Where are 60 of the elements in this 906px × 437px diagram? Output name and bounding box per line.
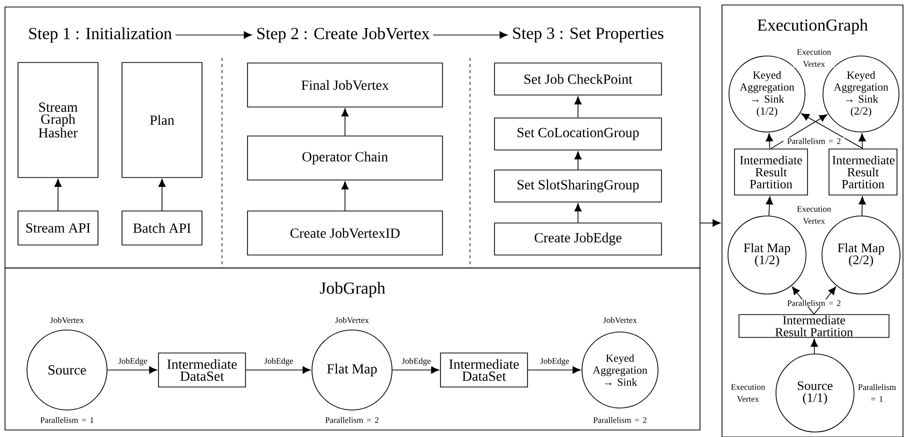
edge-label: JobEdge [118, 358, 148, 366]
arrow [858, 196, 866, 216]
arrow [392, 366, 440, 374]
edge-label: JobEdge [402, 358, 431, 366]
process-box: Intermediate DataSet [440, 352, 528, 388]
annotation-label: Execution Vertex [794, 48, 834, 68]
arrow [341, 181, 349, 211]
vertex-caption: JobVertex [603, 317, 637, 323]
arrow [107, 366, 158, 374]
process-box: Set SlotSharingGroup [494, 170, 662, 202]
step-heading: Step 1 : Initialization [29, 27, 172, 43]
process-box: Create JobEdge [494, 222, 662, 256]
vertex-caption: Parallelism = 2 [593, 417, 646, 423]
arrow [158, 178, 166, 211]
arrow [246, 366, 311, 374]
arrow [792, 286, 814, 315]
process-box: Intermediate DataSet [158, 352, 246, 388]
vertex-caption: JobVertex [50, 317, 84, 323]
process-box: Batch API [122, 210, 202, 246]
vertex-caption: Execution Vertex [731, 384, 766, 402]
panel-frame [4, 6, 700, 268]
process-box: Intermediate Result Partition [828, 148, 898, 196]
edge-label: JobEdge [264, 358, 294, 366]
arrow [810, 338, 818, 354]
arrow [770, 114, 828, 149]
arrow [801, 113, 864, 149]
edge-label: JobEdge [540, 358, 570, 366]
arrow [174, 31, 252, 39]
arrow [54, 178, 62, 211]
annotation-label: Parallelism = 2 [784, 138, 844, 144]
process-box: Plan [122, 62, 202, 178]
arrow [700, 219, 721, 227]
arrow [574, 151, 582, 170]
arrow [574, 96, 582, 118]
panel-title: JobGraph [320, 282, 386, 298]
step-heading: Step 3 : Set Properties [513, 28, 664, 42]
vertex-caption: Parallelism = 1 [40, 417, 94, 423]
step-heading: Step 2 : Create JobVertex [257, 27, 430, 43]
arrow [432, 31, 508, 39]
annotation-label: Parallelism = 2 [784, 300, 844, 306]
process-box: Intermediate Result Partition [738, 314, 890, 338]
process-box: Set CoLocationGroup [494, 118, 662, 150]
process-box: Final JobVertex [247, 62, 443, 108]
arrow [574, 203, 582, 223]
process-box: Operator Chain [247, 136, 443, 180]
process-box: Set Job CheckPoint [494, 62, 662, 96]
vertex-caption: Parallelism = 2 [325, 417, 378, 423]
arrow [341, 108, 349, 136]
process-box: Create JobVertexID [247, 210, 443, 256]
arrow [528, 366, 581, 374]
vertex-caption: JobVertex [335, 317, 369, 323]
vertex-caption: Parallelism = 1 [858, 384, 896, 402]
arrow [858, 133, 866, 149]
process-box: Intermediate Result Partition [734, 148, 808, 196]
process-box: Stream Graph Hasher [18, 62, 98, 178]
process-box: Stream API [18, 210, 98, 246]
arrow [814, 286, 836, 315]
arrow [766, 196, 774, 216]
arrow [766, 133, 774, 149]
panel-title: ExecutionGraph [758, 18, 868, 34]
